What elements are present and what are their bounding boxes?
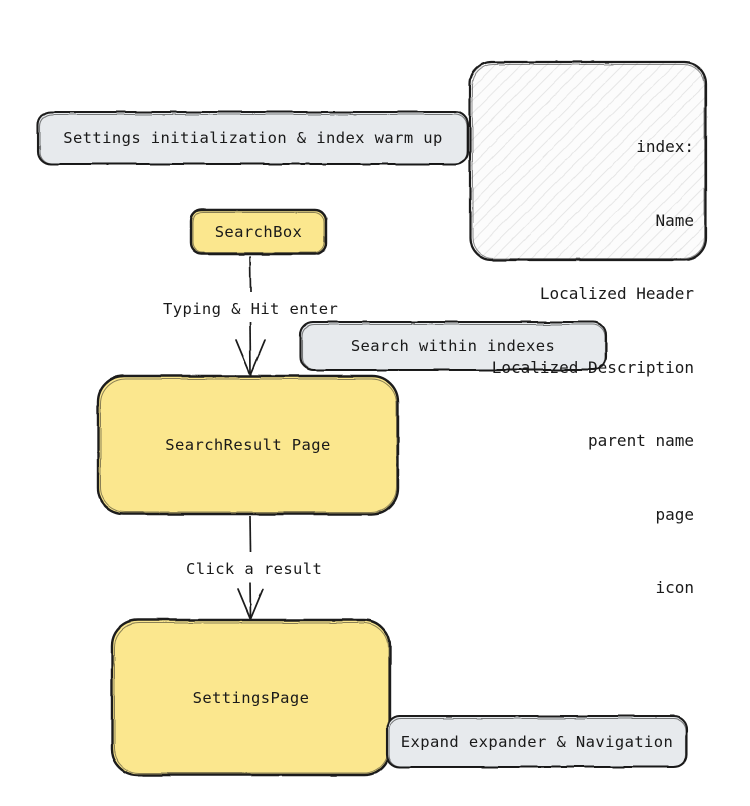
note-expand-label: Expand expander & Navigation — [400, 732, 674, 751]
index-line: Localized Header — [539, 284, 694, 303]
note-expand-shape — [385, 714, 689, 769]
edge-click-arrow — [237, 515, 264, 620]
node-settingspage-label: SettingsPage — [192, 688, 310, 707]
index-line: index: — [636, 137, 694, 156]
index-card-content: index: Name Localized Header Localized D… — [470, 86, 694, 650]
node-searchbox-label: SearchBox — [214, 223, 303, 241]
node-settingspage-shape[interactable] — [110, 618, 392, 777]
edge-typing-arrow — [235, 255, 266, 376]
node-searchresult-shape[interactable] — [96, 374, 400, 516]
index-line: Name — [655, 210, 694, 230]
index-line: Localized Description — [491, 357, 694, 377]
index-line: page — [655, 504, 694, 524]
node-searchresult-label: SearchResult Page — [165, 436, 331, 454]
node-searchbox-shape[interactable] — [189, 208, 328, 256]
note-init-label: Settings initialization & index warm up — [63, 129, 443, 147]
index-line: icon — [655, 578, 694, 597]
note-search-label: Search within indexes — [350, 337, 556, 355]
index-card-shape — [468, 60, 708, 262]
index-line: parent name — [588, 431, 694, 450]
note-init-shape — [36, 110, 470, 166]
note-search-shape — [298, 320, 608, 372]
edge-click-label: Click a result — [186, 560, 323, 578]
edge-typing-label: Typing & Hit enter — [163, 300, 339, 318]
